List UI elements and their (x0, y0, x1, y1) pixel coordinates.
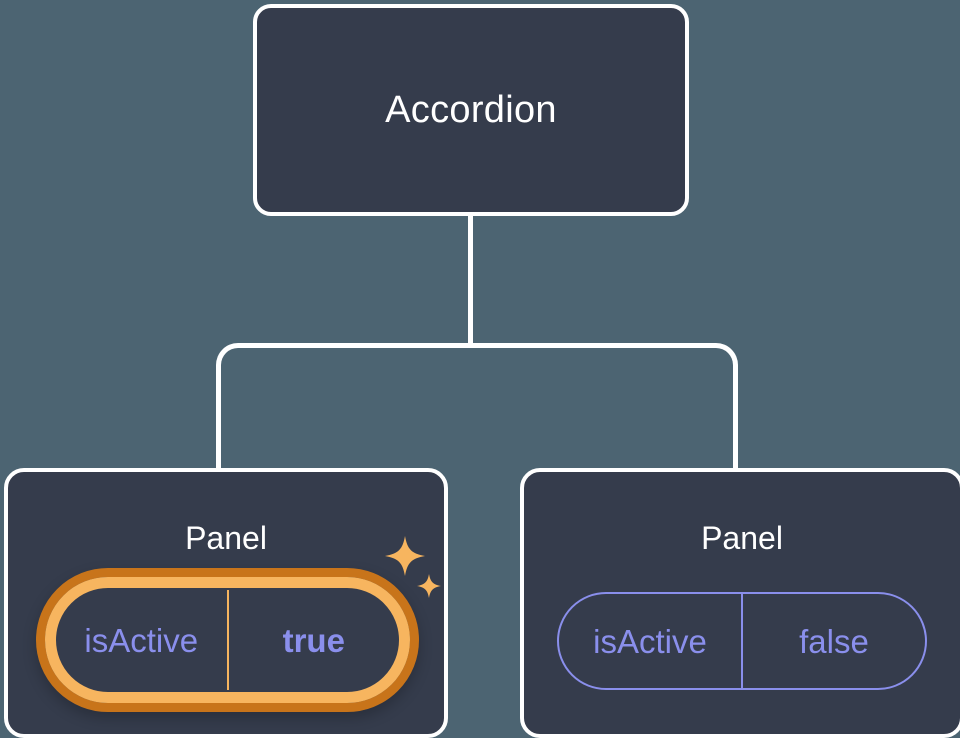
prop-pill-isactive-true[interactable]: isActive true (36, 568, 419, 712)
prop-pill-inner-ring: isActive true (45, 577, 410, 703)
prop-pill-isactive-false[interactable]: isActive false (557, 592, 927, 690)
node-accordion[interactable]: Accordion (253, 4, 689, 216)
prop-pill-divider (741, 594, 743, 688)
connector-branch-bus (216, 343, 738, 470)
prop-value-label: true (282, 621, 345, 659)
prop-value-label: false (799, 622, 869, 660)
connector-root-stem (468, 215, 473, 345)
node-panel-inactive-label: Panel (701, 520, 783, 556)
prop-pill-divider (226, 590, 229, 690)
node-accordion-label: Accordion (385, 89, 557, 131)
prop-key-label: isActive (593, 622, 707, 660)
prop-key-label: isActive (84, 621, 199, 659)
prop-pill-outer-ring (36, 568, 419, 712)
node-panel-active-label: Panel (185, 520, 267, 556)
